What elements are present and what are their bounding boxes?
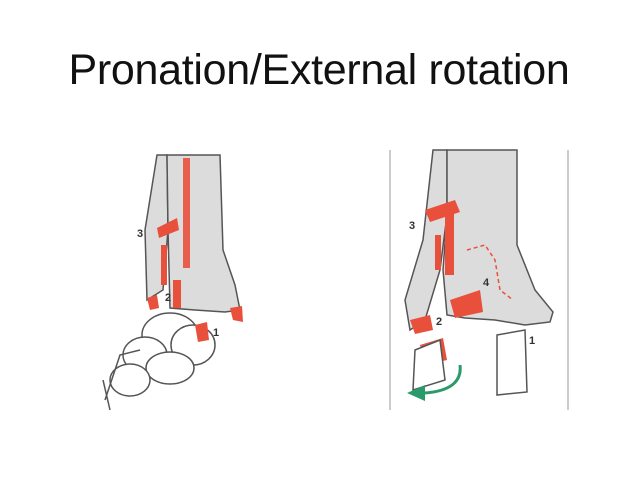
slide-title: Pronation/External rotation xyxy=(68,46,570,94)
left-fracture-diagram: 3 2 1 xyxy=(95,150,295,420)
right-dashed-fracture xyxy=(466,244,514,301)
left-fracture-marks xyxy=(147,158,243,322)
right-bone-illustration xyxy=(389,149,569,410)
left-bone-illustration xyxy=(102,154,243,411)
left-label-3: 3 xyxy=(137,228,144,240)
right-rotation-arrow xyxy=(424,364,462,395)
right-label-2: 2 xyxy=(436,316,443,328)
left-label-2: 2 xyxy=(165,292,172,304)
right-tibia-shape xyxy=(442,149,554,326)
left-talus-fracture xyxy=(195,322,209,342)
right-label-3: 3 xyxy=(409,220,416,232)
right-fracture-diagram: 3 4 2 1 xyxy=(385,149,585,420)
right-talus-bones xyxy=(412,329,528,396)
right-label-4: 4 xyxy=(483,277,490,289)
right-rotation-arrowhead xyxy=(407,385,425,401)
right-label-1: 1 xyxy=(529,335,536,347)
left-label-1: 1 xyxy=(213,327,220,339)
